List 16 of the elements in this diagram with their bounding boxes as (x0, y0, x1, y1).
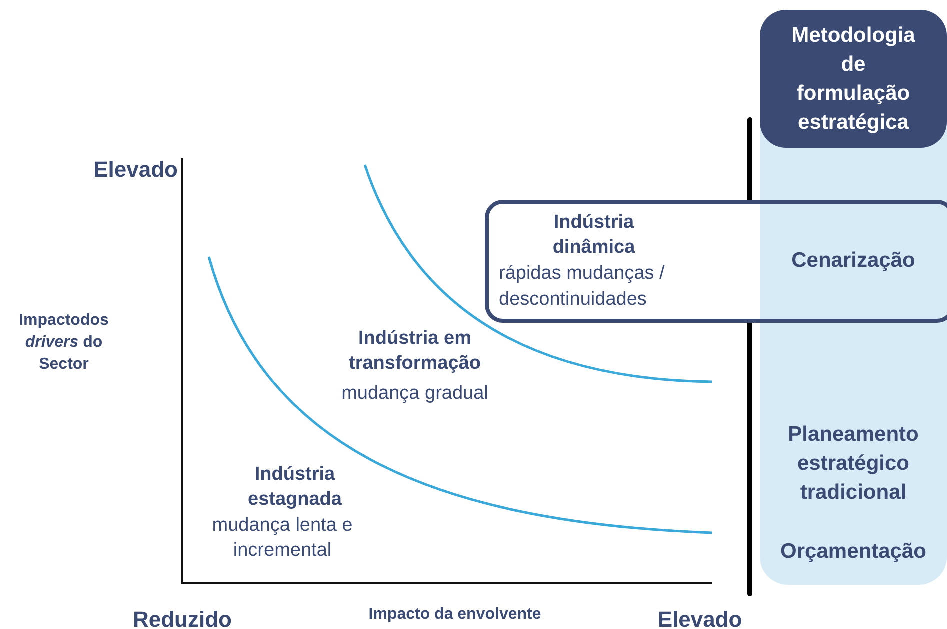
axis-title: Impacto da envolvente (368, 605, 542, 625)
header-box: Metodologia de formulação estratégica (760, 10, 947, 148)
method-label: Orçamentação (780, 539, 928, 565)
method-panel (760, 10, 947, 585)
box-description: rápidas mudanças / descontinuidades (499, 262, 666, 312)
axis-label: Reduzido (132, 606, 233, 629)
axis-label: Elevado (92, 156, 178, 184)
method-label: Cenarização (790, 248, 916, 274)
method-label: Planeamento estratégico tradicional (787, 422, 920, 506)
box-title: Indústria dinâmica (552, 211, 636, 260)
highlight-box (485, 200, 947, 323)
region-title: Indústria estagnada (247, 463, 343, 512)
region-description: mudança lenta e incremental (211, 514, 354, 563)
axis-title: Impactodos drivers do Sector (18, 311, 110, 375)
axis-label: Elevado (656, 606, 744, 629)
region-description: mudança gradual (340, 382, 490, 406)
